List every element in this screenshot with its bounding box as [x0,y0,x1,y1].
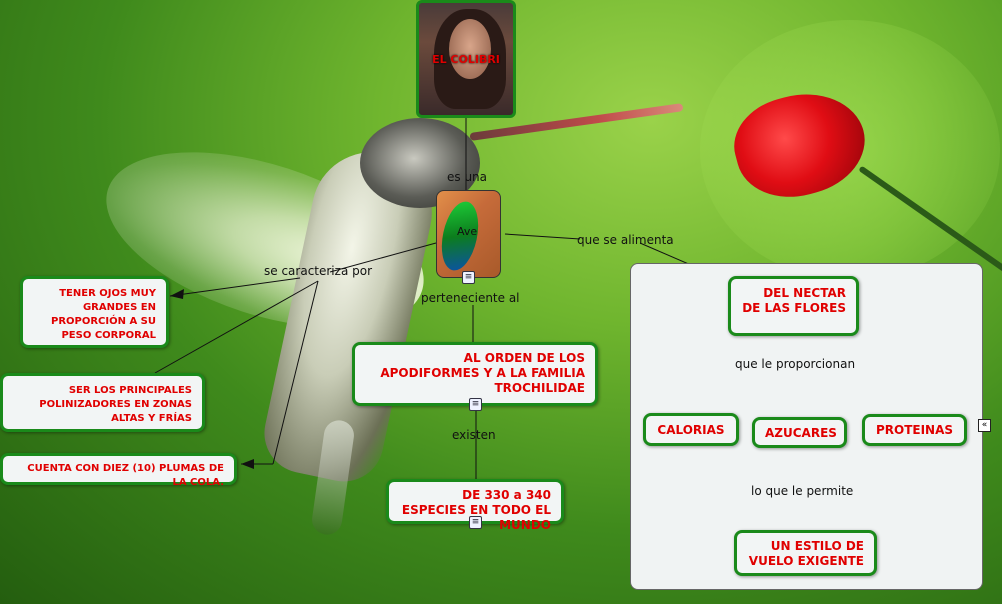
especies-text: DE 330 a 340 ESPECIES EN TODO EL MUNDO [401,488,551,532]
document-icon[interactable]: ≡ [469,398,482,411]
link-perteneciente-al: perteneciente al [421,291,520,305]
link-se-caracteriza-por: se caracteriza por [264,264,372,278]
link-que-se-alimenta: que se alimenta [577,233,674,247]
link-que-le-proporcionan: que le proporcionan [735,357,856,371]
characteristic-text: CUENTA CON DIEZ (10) PLUMAS DE LA COLA. [27,463,224,488]
collapse-icon[interactable]: « [978,419,991,432]
nutrient-calorias[interactable]: CALORIAS [643,413,739,446]
characteristic-text: TENER OJOS MUY GRANDES EN PROPORCIÓN A S… [50,288,156,341]
resultado-text: UN ESTILO DE VUELO EXIGENTE [748,539,864,568]
portrait-face [449,19,491,79]
nutrient-proteinas[interactable]: PROTEINAS [862,414,967,446]
nectar-text: DEL NECTAR DE LAS FLORES [742,286,846,315]
link-lo-que-le-permite: lo que le permite [751,484,854,498]
document-icon[interactable]: ≡ [462,271,475,284]
nutrient-text: AZUCARES [765,426,837,440]
ave-node[interactable]: Ave [436,190,501,278]
nectar-node[interactable]: DEL NECTAR DE LAS FLORES [728,276,859,336]
nutrient-text: PROTEINAS [875,423,954,437]
orden-node[interactable]: AL ORDEN DE LOS APODIFORMES Y A LA FAMIL… [352,342,598,406]
resultado-node[interactable]: UN ESTILO DE VUELO EXIGENTE [734,530,877,576]
characteristic-text: SER LOS PRINCIPALES POLINIZADORES EN ZON… [39,385,192,424]
nutrient-text: CALORIAS [657,423,725,437]
link-es-una: es una [447,170,488,184]
nutrient-azucares[interactable]: AZUCARES [752,417,847,448]
central-photo-node[interactable]: EL COLIBRI [416,0,516,118]
link-existen: existen [452,428,496,442]
characteristic-node-ojos[interactable]: TENER OJOS MUY GRANDES EN PROPORCIÓN A S… [20,276,169,348]
characteristic-node-plumas[interactable]: CUENTA CON DIEZ (10) PLUMAS DE LA COLA. [0,453,237,488]
central-title: EL COLIBRI [432,53,500,66]
document-icon[interactable]: ≡ [469,516,482,529]
characteristic-node-polinizadores[interactable]: SER LOS PRINCIPALES POLINIZADORES EN ZON… [0,373,205,432]
orden-text: AL ORDEN DE LOS APODIFORMES Y A LA FAMIL… [380,351,585,395]
ave-label: Ave [457,225,478,238]
